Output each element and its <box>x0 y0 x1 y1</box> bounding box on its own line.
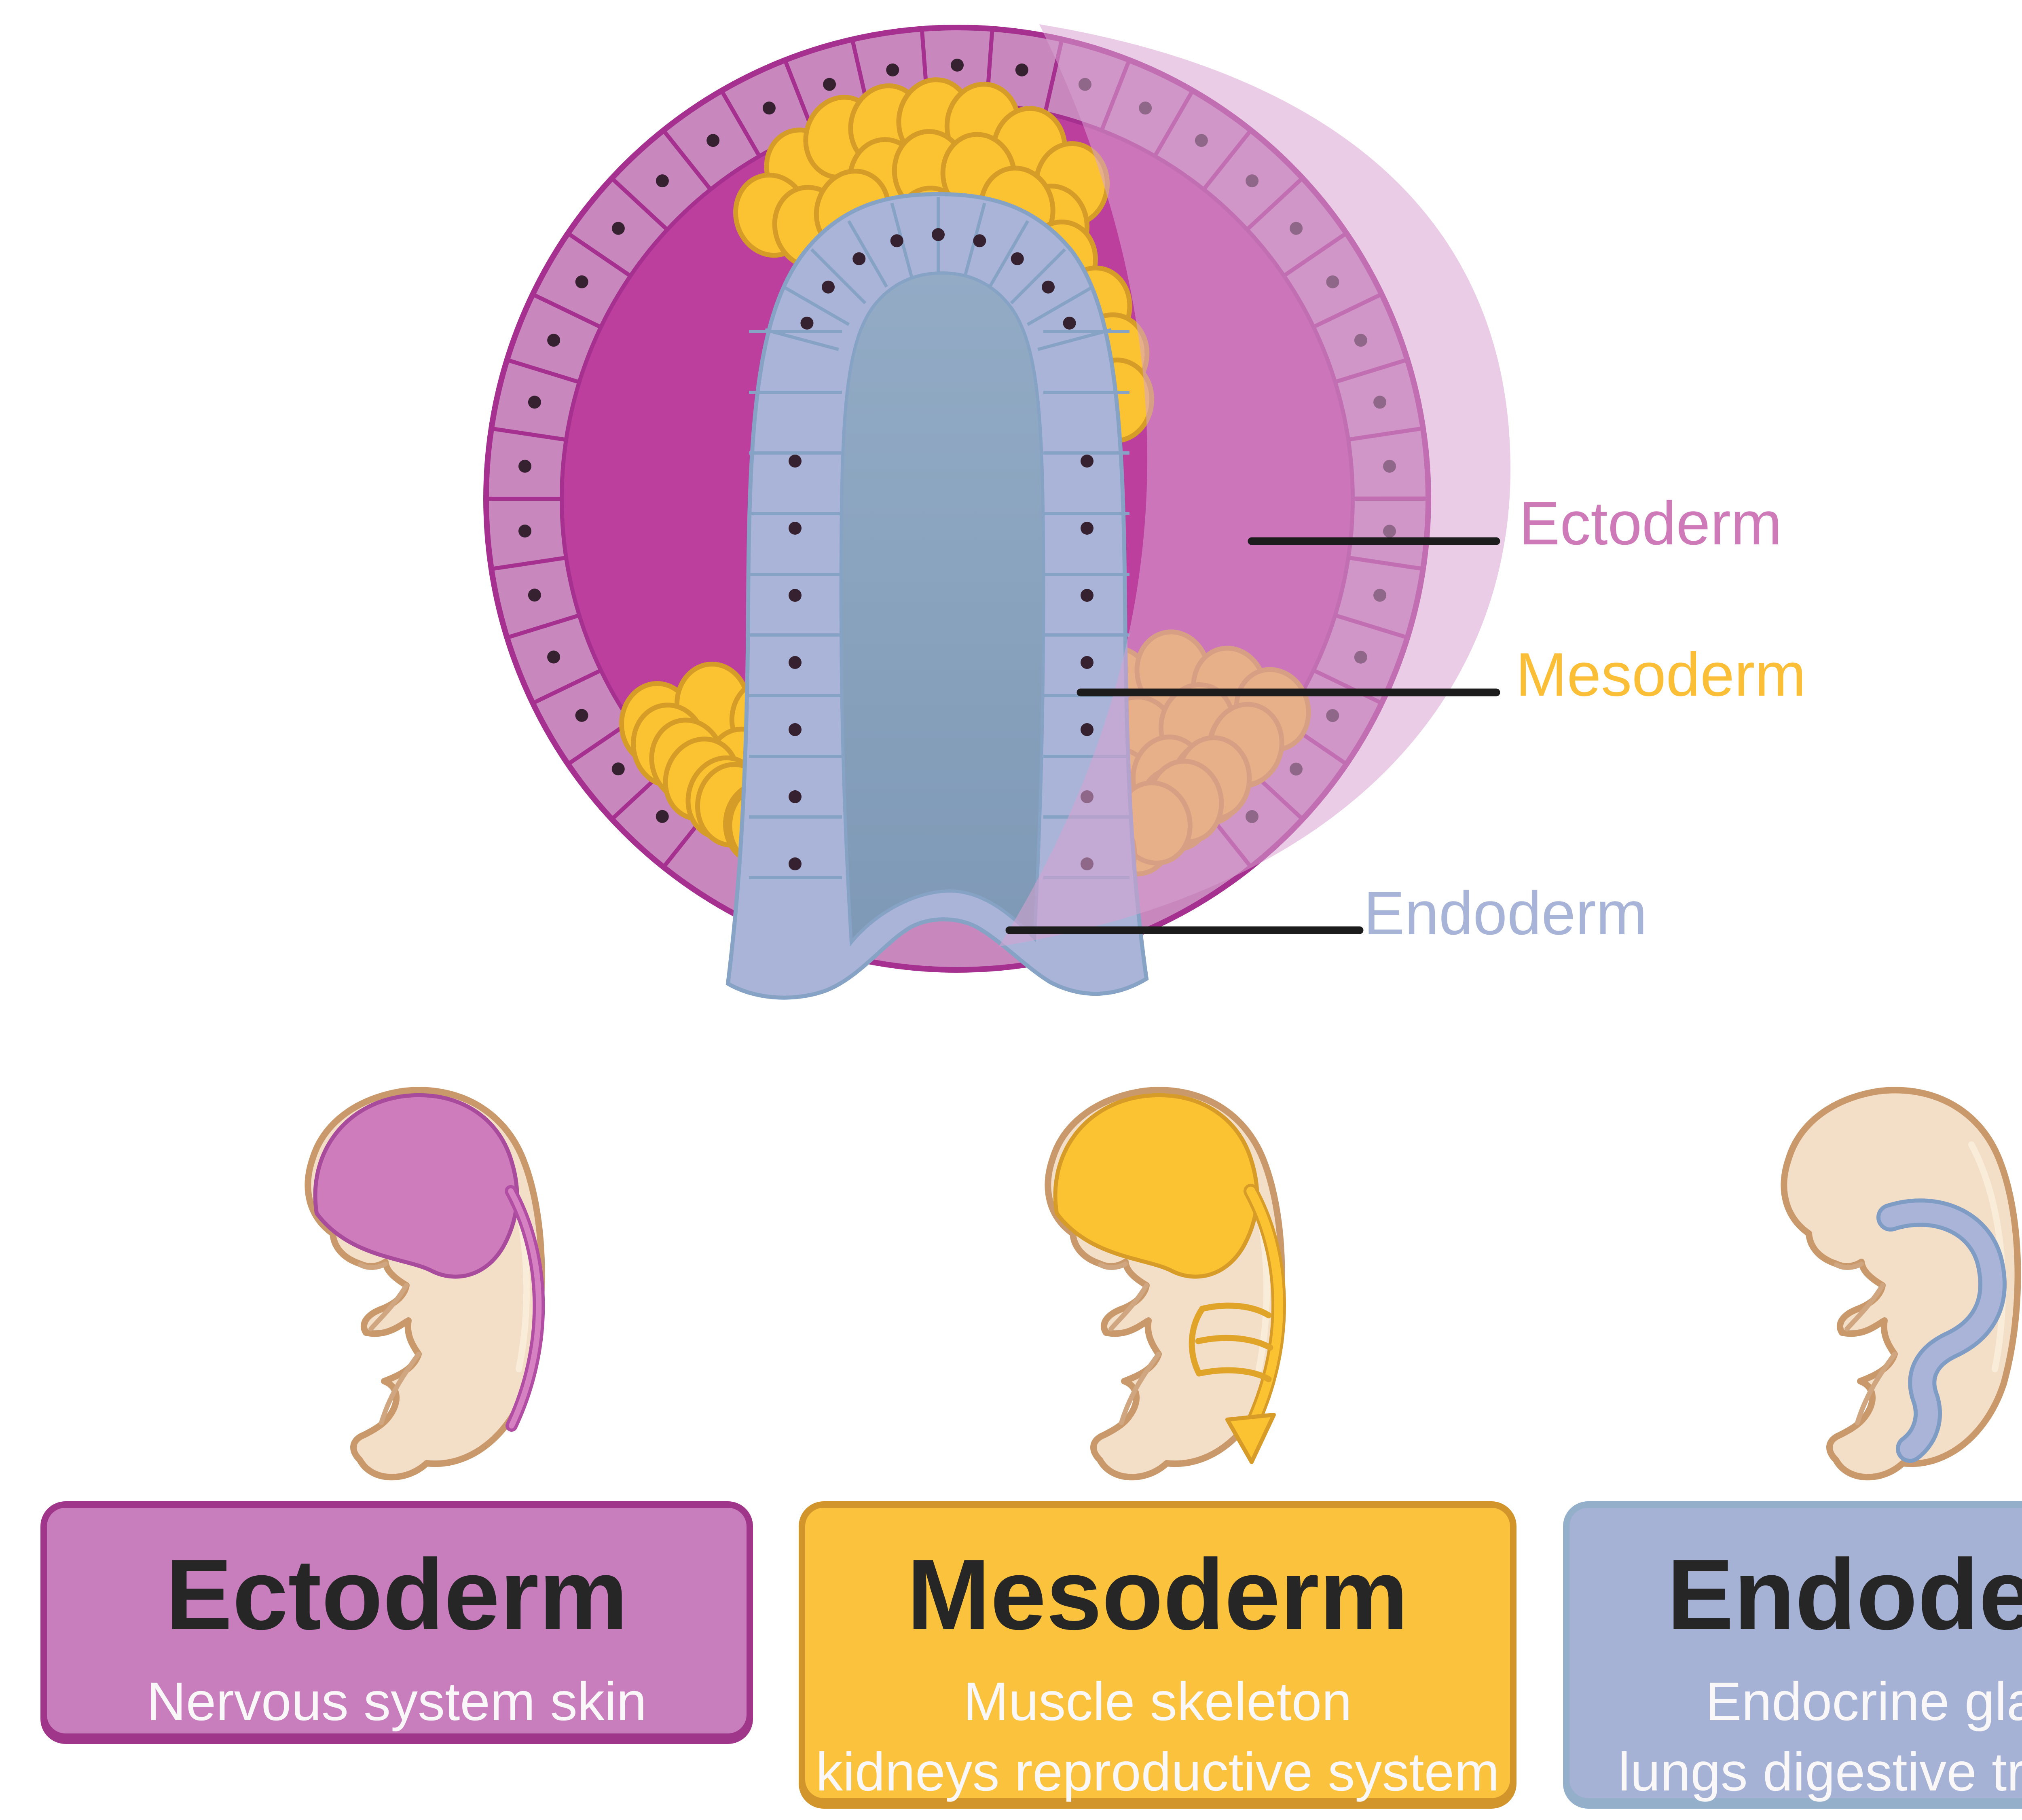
endoderm-tube <box>725 192 1149 1000</box>
description-line: Endocrine glands <box>1705 1671 2022 1732</box>
embryo-mesoderm <box>1048 1090 1286 1477</box>
endoderm-card: Endoderm Endocrine glands lungs digestiv… <box>1563 1501 2022 1805</box>
description-line: kidneys reproductive system <box>816 1742 1500 1803</box>
mesoderm-spine-band <box>1246 1187 1283 1431</box>
gastrula-cross-section <box>483 24 1511 1000</box>
archenteron-cavity <box>839 271 1045 947</box>
ectoderm-label: Ectoderm <box>1519 489 1782 558</box>
description-line: Muscle skeleton <box>963 1671 1352 1732</box>
ectoderm-card: Ectoderm Nervous system skin <box>40 1501 753 1740</box>
mesoderm-label: Mesoderm <box>1516 640 1806 709</box>
embryo-ectoderm <box>308 1090 541 1477</box>
ectoderm-brain-region <box>313 1093 519 1279</box>
ectoderm-card-description: Nervous system skin <box>47 1667 747 1737</box>
description-line: Nervous system skin <box>146 1671 647 1732</box>
endoderm-gut <box>1880 1202 2003 1459</box>
endoderm-label: Endoderm <box>1364 879 1647 948</box>
sphere-highlight <box>999 24 1511 946</box>
endoderm-card-description: Endocrine glands lungs digestive tract l… <box>1569 1667 2022 1807</box>
ectoderm-spine-core <box>508 1188 542 1428</box>
mesoderm-card-title: Mesoderm <box>907 1538 1409 1651</box>
mesoderm-card-description: Muscle skeleton kidneys reproductive sys… <box>805 1667 1510 1807</box>
mesoderm-ribs <box>1189 1302 1273 1382</box>
endoderm-card-title: Endoderm <box>1667 1538 2022 1651</box>
mesoderm-card: Mesoderm Muscle skeleton kidneys reprodu… <box>799 1501 1516 1805</box>
embryo-endoderm <box>1784 1090 2018 1477</box>
description-line: lungs digestive tract liver <box>1618 1742 2022 1803</box>
embryo-illustrations <box>308 1090 2018 1477</box>
mesoderm-arrow-tip <box>1225 1413 1276 1464</box>
callouts: Ectoderm Mesoderm Endoderm <box>1005 489 1806 948</box>
ectoderm-card-title: Ectoderm <box>165 1538 628 1651</box>
endoderm-cell-walls <box>749 197 1129 879</box>
